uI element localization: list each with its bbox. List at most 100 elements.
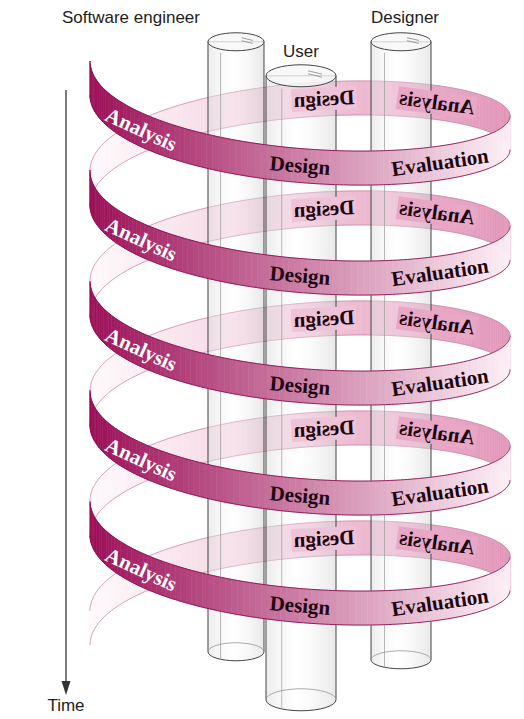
- band-segment: [262, 307, 268, 342]
- band-segment: [245, 252, 251, 287]
- band-segment: [493, 320, 495, 355]
- band-segment: [199, 242, 205, 277]
- band-segment: [212, 135, 218, 170]
- band-segment: [373, 521, 379, 555]
- band-segment: [495, 210, 497, 245]
- band-segment: [226, 313, 232, 348]
- cylinder-base: [266, 689, 336, 700]
- band-segment: [108, 247, 111, 283]
- band-segment: [113, 463, 116, 499]
- phase-label: Analysis: [396, 416, 478, 450]
- band-segment: [214, 576, 220, 611]
- cylinder-gloss: [242, 38, 253, 41]
- band-segment: [261, 527, 267, 562]
- band-segment: [496, 460, 498, 495]
- band-segment: [342, 151, 348, 185]
- band-segment: [109, 577, 112, 613]
- band-segment: [266, 196, 272, 231]
- band-segment: [374, 81, 380, 115]
- phase-label: Analysis: [101, 323, 180, 376]
- cylinder-top: [371, 33, 431, 51]
- phase-label: Design: [291, 306, 357, 332]
- band-segment: [379, 521, 385, 555]
- actor-label: Designer: [371, 8, 439, 28]
- band-segment: [213, 356, 219, 391]
- band-segment: [255, 528, 261, 563]
- band-segment: [281, 305, 287, 340]
- band-segment: [490, 353, 493, 388]
- band-segment: [102, 583, 104, 619]
- band-segment: [390, 522, 396, 556]
- phase-label: Design: [291, 196, 357, 222]
- band-segment: [348, 371, 354, 405]
- band-segment: [364, 411, 370, 445]
- cylinder-top: [208, 33, 264, 51]
- band-segment: [492, 429, 494, 464]
- band-segment: [494, 461, 496, 496]
- band-segment: [388, 411, 394, 445]
- band-segment: [225, 578, 231, 613]
- band-segment: [252, 473, 258, 508]
- band-segment: [218, 137, 224, 172]
- band-segment: [240, 420, 246, 455]
- band-segment: [478, 534, 481, 569]
- band-segment: [260, 144, 266, 179]
- band-segment: [100, 145, 102, 181]
- cylinder-outline: [60, 6, 266, 663]
- cylinder-gloss: [308, 74, 322, 77]
- band-segment: [357, 261, 363, 295]
- band-segment: [243, 530, 249, 565]
- band-segment: [246, 419, 252, 454]
- band-segment: [348, 151, 354, 185]
- band-segment: [372, 151, 378, 185]
- band-segment: [261, 364, 267, 399]
- band-segment: [112, 354, 115, 390]
- band-segment: [257, 254, 263, 289]
- band-segment: [214, 315, 220, 350]
- band-segment: [232, 311, 238, 346]
- band-segment: [259, 417, 265, 452]
- band-segment: [495, 131, 497, 166]
- band-segment: [265, 416, 271, 451]
- band-segment: [104, 581, 106, 617]
- band-segment: [280, 525, 286, 560]
- band-segment: [491, 318, 494, 353]
- band-segment: [234, 421, 240, 456]
- band-segment: [191, 570, 196, 605]
- band-segment: [340, 481, 346, 515]
- band-segment: [204, 244, 210, 279]
- band-segment: [493, 352, 495, 387]
- band-segment: [254, 143, 260, 178]
- band-segment: [330, 370, 336, 404]
- band-segment: [509, 335, 510, 370]
- band-segment: [373, 591, 379, 625]
- band-segment: [380, 81, 386, 115]
- band-segment: [370, 411, 376, 445]
- band-segment: [370, 481, 376, 515]
- band-segment: [197, 319, 203, 354]
- band-segment: [107, 138, 110, 174]
- band-segment: [231, 579, 237, 614]
- band-segment: [481, 205, 484, 240]
- band-segment: [207, 134, 213, 169]
- band-segment: [268, 526, 274, 561]
- phase-label: Design: [291, 416, 357, 442]
- band-segment: [101, 474, 103, 510]
- band-segment: [495, 570, 497, 605]
- band-segment: [202, 353, 208, 388]
- band-segment: [191, 350, 196, 385]
- band-segment: [378, 151, 384, 185]
- band-segment: [492, 209, 494, 244]
- band-segment: [376, 481, 382, 515]
- band-segment: [492, 132, 494, 167]
- phase-label: Evaluation: [390, 365, 490, 402]
- band-segment: [485, 96, 488, 131]
- phase-label: Analysis: [396, 306, 478, 340]
- band-segment: [208, 316, 214, 351]
- band-segment: [384, 370, 390, 404]
- band-segment: [244, 89, 250, 124]
- band-segment: [366, 151, 372, 185]
- band-segment: [335, 151, 341, 185]
- band-segment: [369, 261, 375, 295]
- phase-label: Analysis: [101, 213, 180, 266]
